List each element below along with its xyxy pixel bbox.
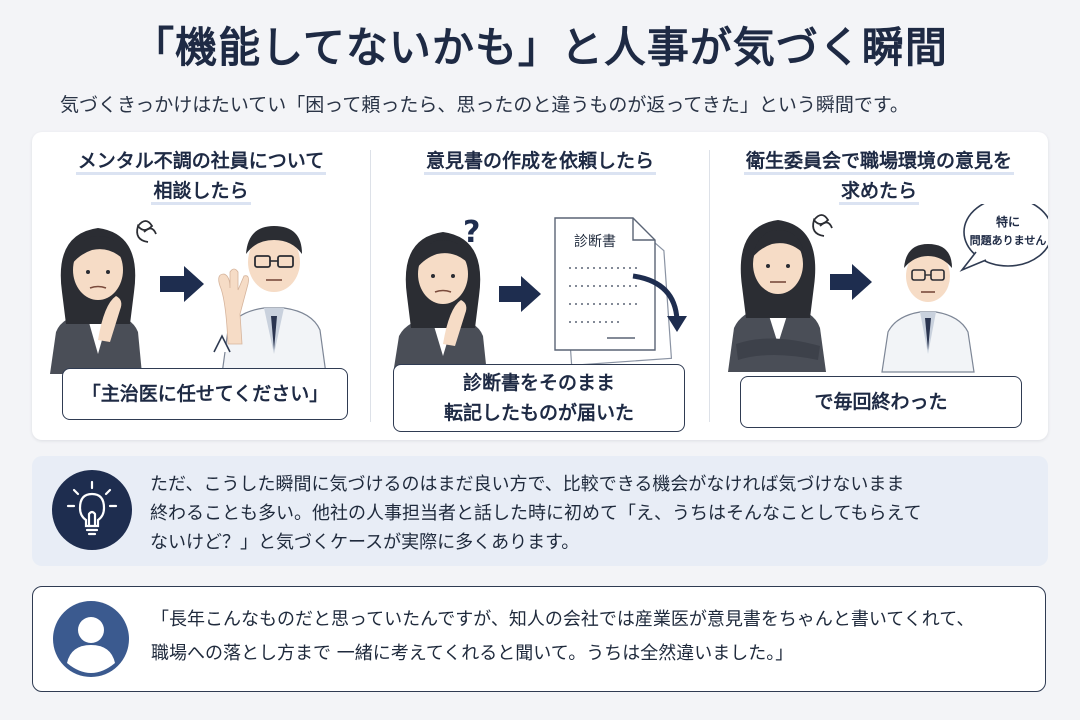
speech-text: 特に [996, 214, 1020, 229]
scene-committee: 特に 問題ありません [728, 204, 1048, 373]
case-title-line: 求めたら [838, 180, 919, 205]
case-title: 衛生委員会で職場環境の意見を 求めたら [710, 146, 1048, 206]
quote-line: 職場への落とし方まで 一緒に考えてくれると聞いて。うちは全然違いました。」 [151, 643, 794, 664]
doctor-figure [218, 226, 327, 374]
hr-woman-figure [50, 228, 142, 374]
testimonial-text: 「長年こんなものだと思っていたんですが、知人の会社では産業医が意見書をちゃんと書… [151, 603, 1031, 671]
case-result-line: 転記したものが届いた [443, 402, 634, 424]
divider [709, 150, 710, 422]
hr-woman-figure [393, 232, 487, 374]
case-result-line: 診断書をそのまま [462, 372, 615, 394]
curved-arrow-icon [632, 273, 680, 321]
user-avatar-icon [53, 601, 129, 677]
scene-doc-request: ? 診断書 [393, 215, 687, 374]
lightbulb-icon [52, 470, 132, 550]
tip-line: 終わることも多い。他社の人事担当者と話した時に初めて「え、うちはそんなことしても… [150, 503, 922, 524]
case-title: メンタル不調の社員について 相談したら [32, 146, 370, 206]
tip-box: ただ、こうした瞬間に気づけるのはまだ良い方で、比較できる機会がなければ気づけない… [32, 456, 1048, 566]
right-arrow-icon [830, 264, 872, 300]
case-title: 意見書の作成を依頼したら [371, 146, 709, 176]
right-arrow-icon [160, 266, 204, 302]
speech-tail [213, 334, 231, 353]
speech-bubble: 特に 問題ありません [959, 204, 1048, 272]
confused-icon [136, 220, 157, 243]
tip-line: ないけど？」と気づくケースが実際に多くあります。 [150, 532, 580, 553]
tip-text: ただ、こうした瞬間に気づけるのはまだ良い方で、比較できる機会がなければ気づけない… [150, 470, 1030, 557]
case-title-line: 意見書の作成を依頼したら [423, 150, 656, 175]
speech-text: 問題ありません [970, 234, 1047, 247]
case-title-line: メンタル不調の社員について [75, 150, 327, 175]
testimonial-box: 「長年こんなものだと思っていたんですが、知人の会社では産業医が意見書をちゃんと書… [32, 586, 1046, 692]
case-mental-health: メンタル不調の社員について 相談したら [32, 132, 370, 440]
page-title: 「機能してないかも」と人事が気づく瞬間 [132, 23, 948, 72]
doctor-figure [881, 244, 975, 373]
document-label: 診断書 [574, 234, 616, 250]
case-title-line: 衛生委員会で職場環境の意見を [743, 150, 1014, 175]
case-result: 「主治医に任せてください」 [62, 368, 348, 420]
question-mark-icon: ? [463, 215, 480, 250]
case-opinion-letter: 意見書の作成を依頼したら ? [371, 132, 709, 440]
case-health-committee: 衛生委員会で職場環境の意見を 求めたら [710, 132, 1048, 440]
quote-line: 「長年こんなものだと思っていたんですが、知人の会社では産業医が意見書をちゃんと書… [151, 609, 975, 630]
case-title-line: 相談したら [151, 180, 251, 205]
right-arrow-icon [499, 276, 541, 312]
case-result: 診断書をそのまま 転記したものが届いた [393, 364, 685, 432]
document-icon: 診断書 [554, 217, 673, 366]
case-result: で毎回終わった [740, 376, 1022, 428]
lead-text: 気づくきっかけはたいてい「困って頼ったら、思ったのと違うものが返ってきた」という… [60, 94, 909, 116]
tip-line: ただ、こうした瞬間に気づけるのはまだ良い方で、比較できる機会がなければ気づけない… [150, 474, 905, 495]
scene-hr-consults-doctor [50, 220, 327, 374]
confused-icon [812, 214, 833, 237]
cases-panel: メンタル不調の社員について 相談したら [32, 132, 1048, 440]
divider [370, 150, 371, 422]
hr-woman-arms-crossed-figure [728, 220, 826, 372]
